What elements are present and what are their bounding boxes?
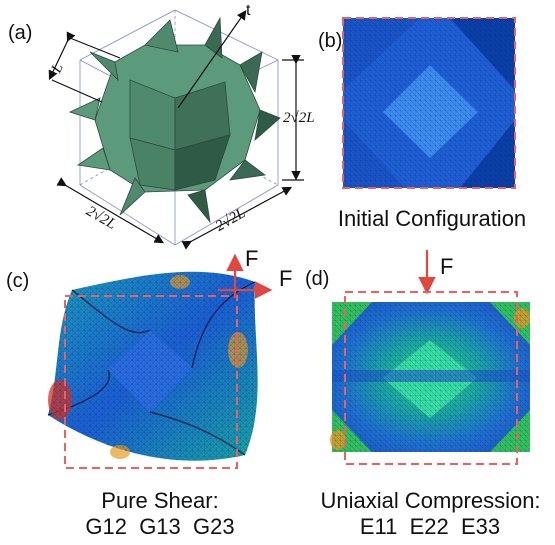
- panel-a-label: (a): [8, 22, 33, 44]
- panel-c-mesh: [47, 271, 258, 461]
- panel-c-force-arrows: [218, 253, 273, 299]
- dimension-height-label: 2√2L: [283, 110, 315, 126]
- panel-d-label: (d): [305, 268, 330, 290]
- panel-d-mesh: [330, 302, 530, 452]
- panel-c-caption-line2: G12 G13 G23: [85, 514, 235, 539]
- panel-b-label: (b): [318, 30, 343, 52]
- force-right-label: F: [279, 266, 293, 291]
- panel-b-reference-box: [342, 17, 516, 189]
- force-up-label: F: [245, 246, 259, 271]
- panel-a-dimension-lines: [48, 10, 304, 250]
- panel-c-label: (c): [6, 270, 30, 292]
- panel-b-mesh: [343, 18, 515, 188]
- axis-t-label: t: [246, 2, 251, 19]
- panel-a-polyhedron: [68, 16, 281, 224]
- panel-c-reference-box: [64, 295, 238, 469]
- force-down-label: F: [440, 254, 454, 279]
- panel-b-caption: Initial Configuration: [337, 206, 527, 231]
- panel-c-caption-line1: Pure Shear:: [101, 488, 219, 513]
- panel-d-reference-box: [344, 291, 518, 465]
- panel-d-caption-line1: Uniaxial Compression:: [320, 488, 541, 513]
- panel-d-caption-line2: E11 E22 E33: [359, 514, 501, 539]
